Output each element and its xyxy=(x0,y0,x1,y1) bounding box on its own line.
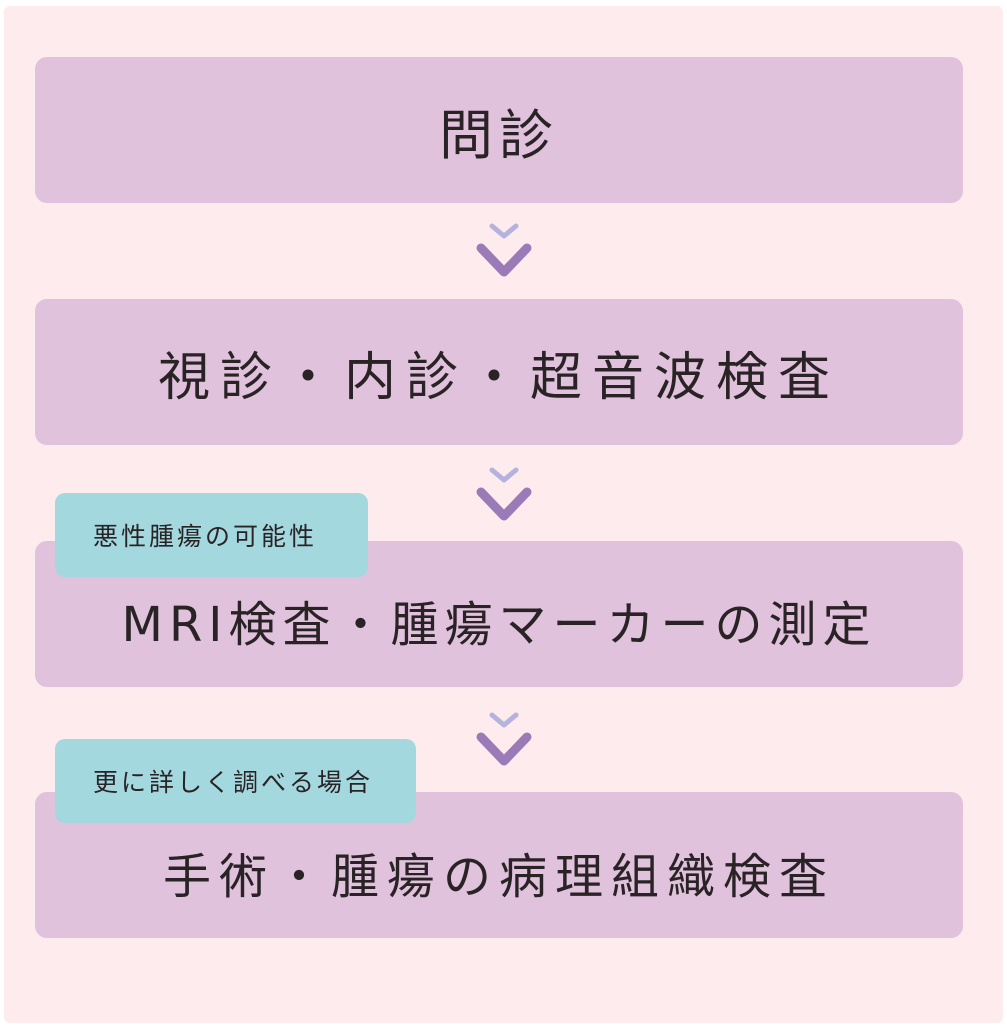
down-chevron-icon xyxy=(476,223,532,277)
condition-label: 悪性腫瘍の可能性 xyxy=(93,522,318,551)
step-label: MRI検査・腫瘍マーカーの測定 xyxy=(121,597,877,653)
condition-tag-further-examination: 更に詳しく調べる場合 xyxy=(55,739,416,823)
down-chevron-icon xyxy=(476,712,532,766)
step-box-interview: 問診 xyxy=(35,57,963,203)
condition-tag-malignancy: 悪性腫瘍の可能性 xyxy=(55,493,368,577)
step-box-examination: 視診・内診・超音波検査 xyxy=(35,299,963,445)
condition-label: 更に詳しく調べる場合 xyxy=(93,768,374,797)
step-label: 視診・内診・超音波検査 xyxy=(157,347,840,408)
down-chevron-icon xyxy=(476,467,532,521)
step-box-surgery-pathology: 手術・腫瘍の病理組織検査 xyxy=(35,792,963,938)
step-label: 問診 xyxy=(439,103,559,167)
step-label: 手術・腫瘍の病理組織検査 xyxy=(162,849,835,905)
